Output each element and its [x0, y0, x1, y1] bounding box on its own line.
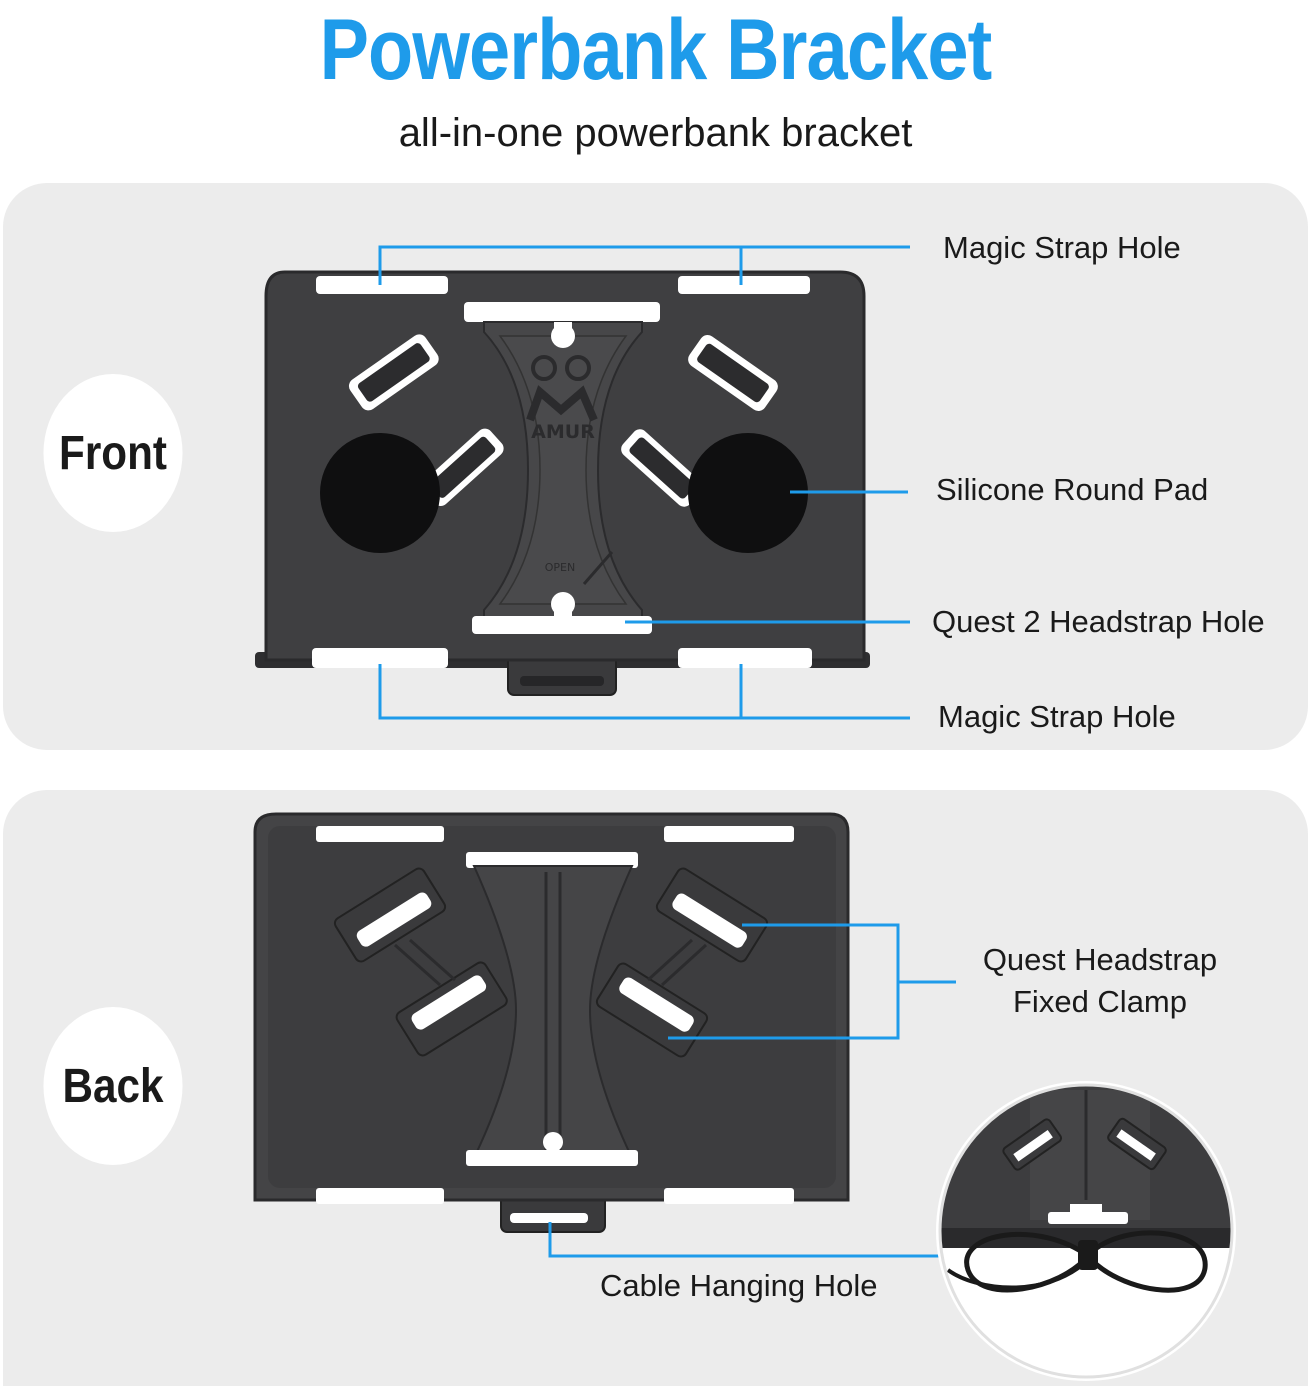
- cable-inset-image: [936, 1081, 1236, 1381]
- front-open-text: OPEN: [545, 561, 575, 574]
- label-clamp-line2: Fixed Clamp: [1013, 984, 1187, 1019]
- label-magic-strap-bottom: Magic Strap Hole: [938, 699, 1176, 734]
- front-badge: Front: [43, 374, 183, 532]
- label-silicone-pad: Silicone Round Pad: [936, 472, 1209, 507]
- page-title: Powerbank Bracket: [319, 2, 993, 98]
- label-headstrap-hole: Quest 2 Headstrap Hole: [932, 604, 1265, 639]
- silicone-pad-left: [320, 433, 440, 553]
- back-bracket-image: [253, 812, 850, 1233]
- page-subtitle: all-in-one powerbank bracket: [398, 111, 913, 155]
- front-logo-text: AMUR: [531, 421, 595, 443]
- back-badge: Back: [43, 1007, 183, 1165]
- label-cable-hole: Cable Hanging Hole: [600, 1268, 878, 1303]
- front-callout-lines: [378, 245, 910, 720]
- silicone-pad-right: [688, 433, 808, 553]
- label-magic-strap-top: Magic Strap Hole: [943, 230, 1181, 265]
- front-bracket-image: AMUR OPEN: [255, 270, 870, 696]
- label-clamp-line1: Quest Headstrap: [982, 942, 1218, 977]
- back-callout-lines: [548, 923, 956, 1258]
